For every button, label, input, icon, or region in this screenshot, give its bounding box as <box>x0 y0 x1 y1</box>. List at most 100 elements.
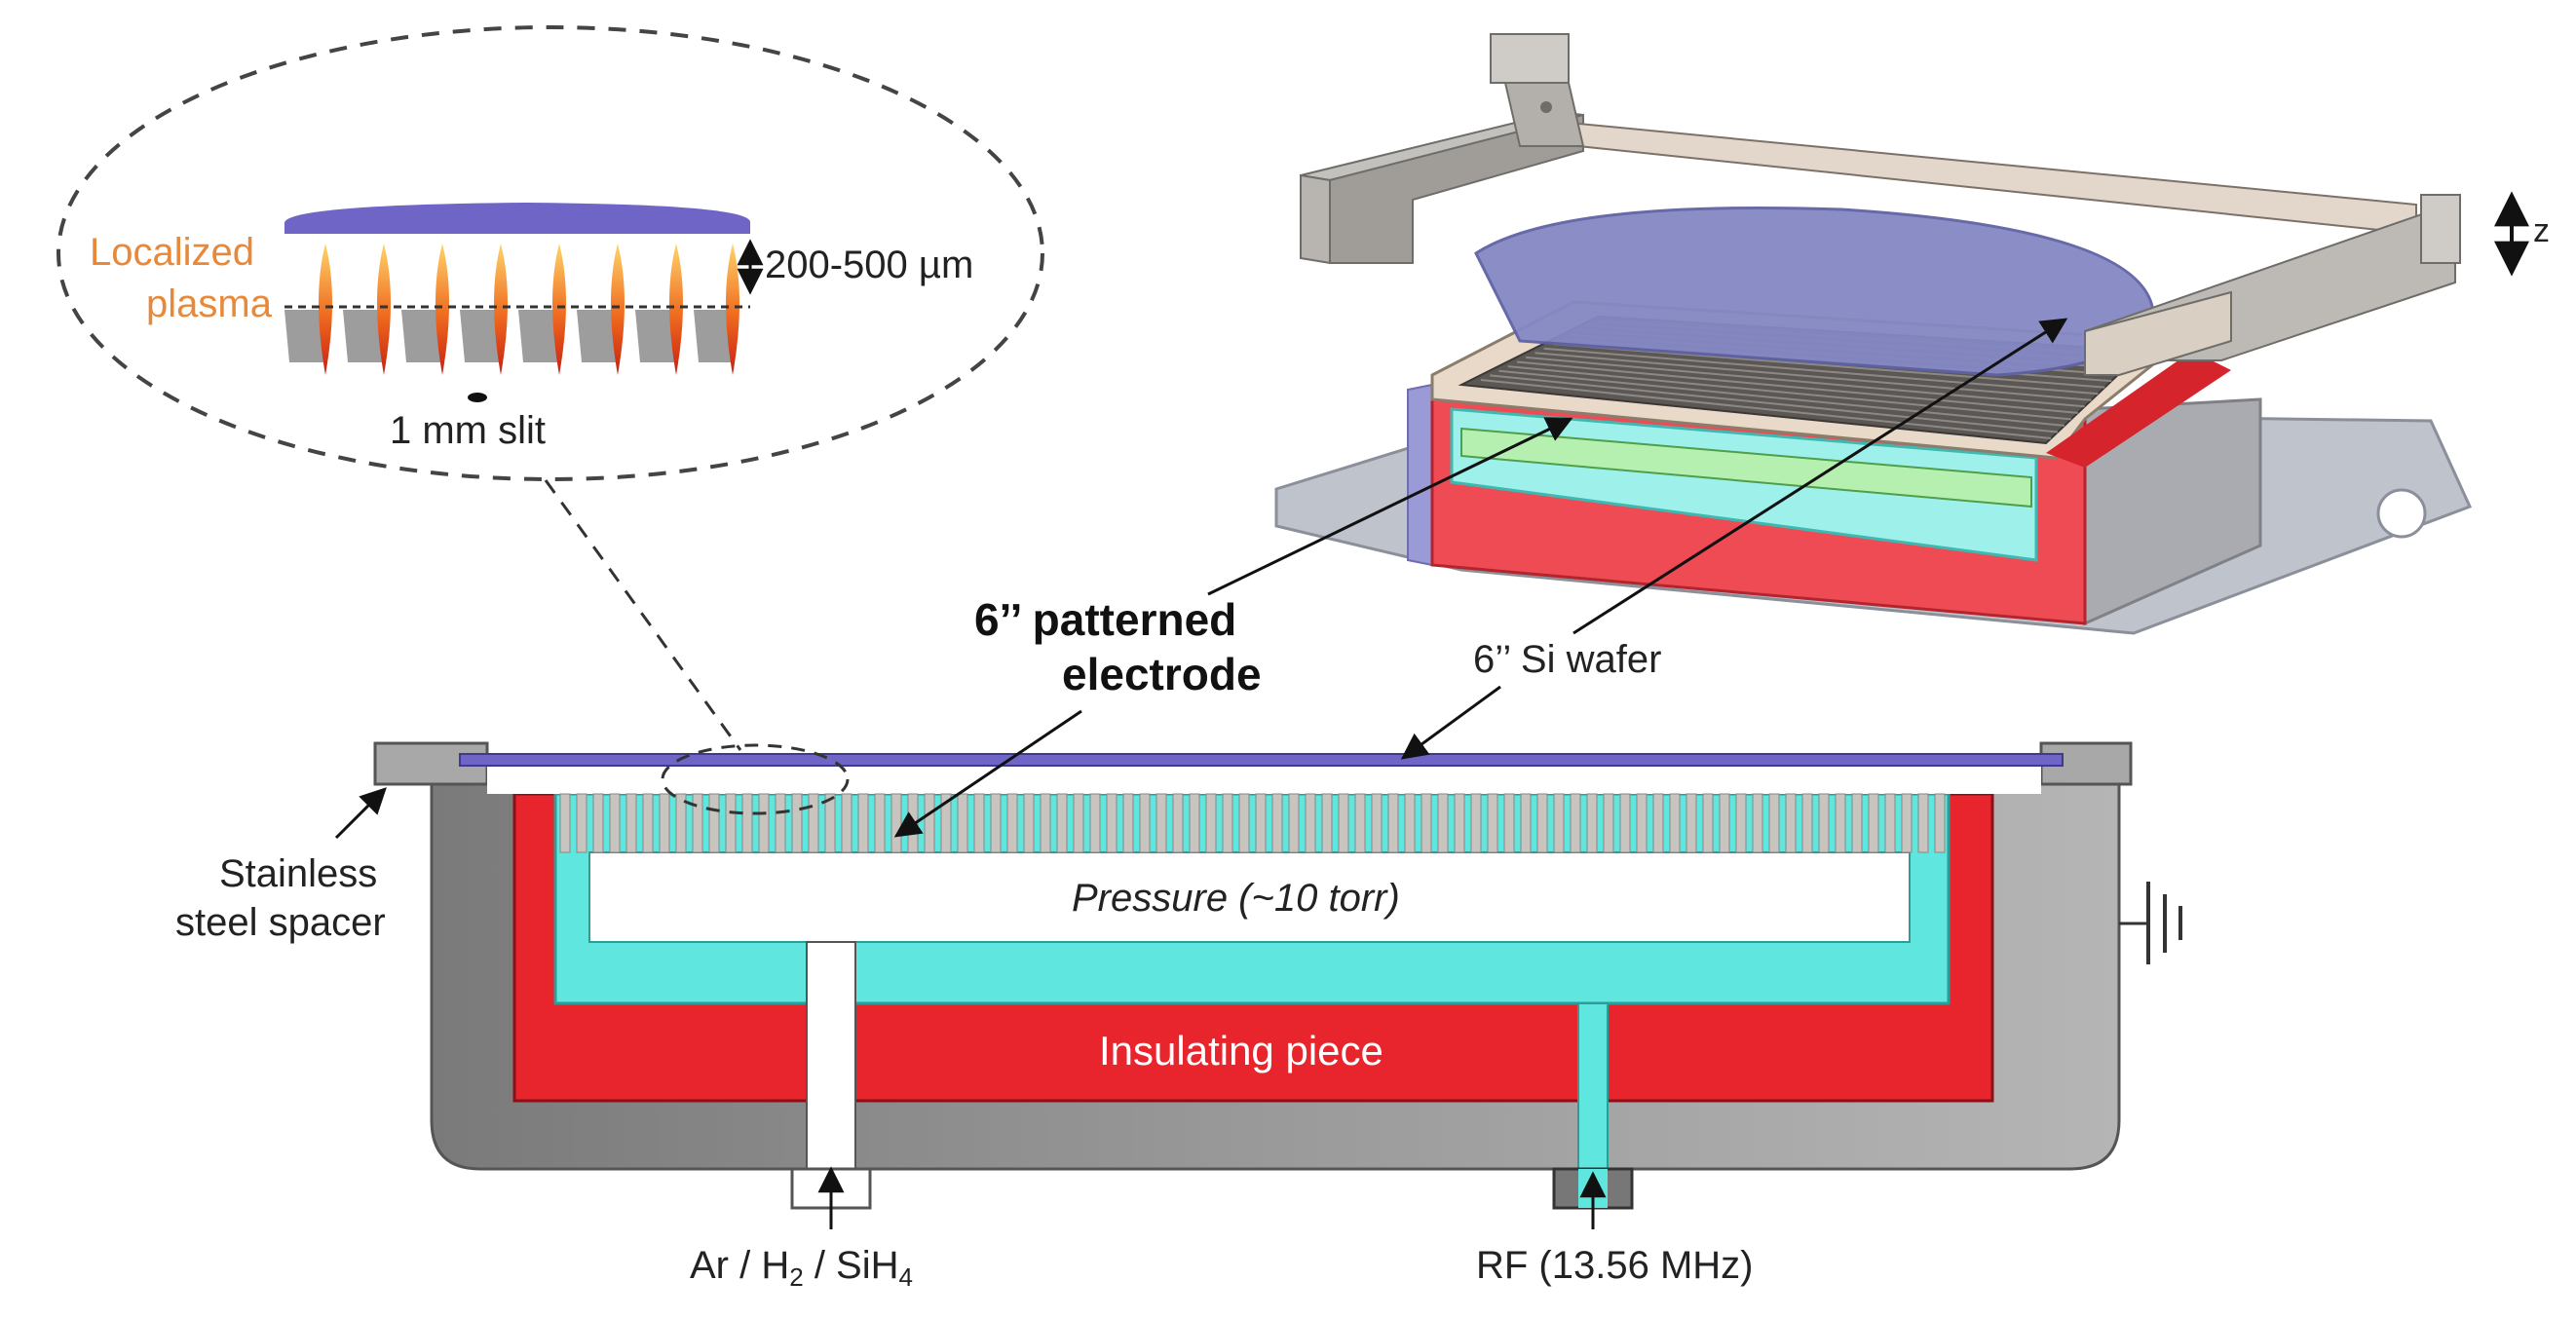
electrode-tooth <box>1172 793 1184 853</box>
inset-electrode-tooth <box>518 310 562 362</box>
electrode-tooth <box>1255 793 1267 853</box>
electrode-tooth <box>1735 793 1747 853</box>
electrode-tooth <box>1586 793 1598 853</box>
electrode-tooth <box>1073 793 1084 853</box>
pressure-label: Pressure (~10 torr) <box>1072 877 1400 920</box>
electrode-tooth <box>824 793 836 853</box>
electrode-tooth <box>725 793 737 853</box>
si-wafer-label: 6’’ Si wafer <box>1473 638 1661 681</box>
si-wafer-arrow <box>1400 685 1501 760</box>
patterned-electrode-label-2: electrode <box>1062 649 1262 699</box>
electrode-tooth <box>1487 793 1498 853</box>
electrode-tooth <box>1056 793 1068 853</box>
iso-slit <box>1526 356 2085 408</box>
holder-tab-left <box>1490 33 1570 84</box>
electrode-tooth <box>1238 793 1250 853</box>
inset-electrode-tooth <box>284 310 328 362</box>
electrode-tooth <box>1006 793 1018 853</box>
electrode-tooth <box>1636 793 1648 853</box>
electrode-tooth <box>1785 793 1797 853</box>
base-plate-hole <box>2376 488 2427 539</box>
electrode-tooth <box>1752 793 1763 853</box>
holder-rail-right-face <box>2084 290 2232 376</box>
electrode-tooth <box>1669 793 1681 853</box>
si-wafer-iso-arrow <box>1572 318 2068 635</box>
iso-slit <box>1498 369 2065 427</box>
iso-red-lip <box>2046 351 2231 468</box>
electrode-tooth <box>1089 793 1101 853</box>
electrode-tooth <box>1884 793 1896 853</box>
electrode-tooth <box>1387 793 1399 853</box>
electrode-tooth <box>1040 793 1051 853</box>
electrode-tooth <box>659 793 670 853</box>
isometric-view: z <box>1274 33 2550 635</box>
z-axis-label: z <box>2533 212 2550 249</box>
inset-plasma-flames <box>319 244 739 375</box>
electrode-tooth <box>708 793 720 853</box>
electrode-tooth <box>1702 793 1714 853</box>
iso-slit <box>1480 379 2052 439</box>
electrode-tooth <box>1818 793 1830 853</box>
electrode-tooth <box>1122 793 1134 853</box>
electrode-tooth <box>1553 793 1565 853</box>
gas-inlet-tube <box>806 941 856 1206</box>
spacer-label-1: Stainless <box>219 852 377 895</box>
plasma-flame <box>611 244 625 375</box>
electrode-tooth <box>775 793 786 853</box>
electrode-tooth <box>1536 793 1548 853</box>
electrode-tooth <box>973 793 985 853</box>
electrode-tooth <box>576 793 587 853</box>
iso-slit <box>1507 365 2071 421</box>
electrode-tooth <box>1917 793 1929 853</box>
zoom-leader-left <box>544 479 742 751</box>
electrode-tooth <box>1421 793 1432 853</box>
plasma-gap <box>487 765 2041 794</box>
iso-slit <box>1516 360 2078 414</box>
electrode-tooth <box>741 793 753 853</box>
holder-tab-right <box>2420 194 2461 264</box>
electrode-tooth <box>1470 793 1482 853</box>
zoom-inset: 200-500 µm Localized plasma 1 mm slit <box>57 25 1044 751</box>
electrode-tooth <box>1603 793 1614 853</box>
gas-inlet-label: Ar / H2 / SiH4 <box>690 1244 913 1292</box>
plasma-flame <box>377 244 391 375</box>
electrode-tooth <box>841 793 852 853</box>
electrode-tooth <box>857 793 869 853</box>
iso-slit <box>1490 374 2059 433</box>
inset-wafer <box>284 203 750 234</box>
electrode-tooth <box>808 793 819 853</box>
electrode-tooth <box>1686 793 1697 853</box>
electrode-tooth <box>675 793 687 853</box>
rf-source-label: RF (13.56 MHz) <box>1476 1244 1754 1287</box>
electrode-tooth <box>1851 793 1863 853</box>
electrode-tooth <box>1768 793 1780 853</box>
electrode-tooth <box>1520 793 1532 853</box>
iso-slit <box>1534 352 2092 401</box>
electrode-tooth <box>559 793 571 853</box>
electrode-tooth <box>1454 793 1465 853</box>
electrode-tooth <box>1719 793 1730 853</box>
plasma-flame <box>319 244 332 375</box>
electrode-tooth <box>1801 793 1813 853</box>
electrode-tooth <box>1222 793 1233 853</box>
gap-dimension-label: 200-500 µm <box>765 244 973 286</box>
electrode-tooth <box>874 793 886 853</box>
electrode-tooth <box>1437 793 1449 853</box>
inset-electrode-tooth <box>460 310 504 362</box>
inset-electrode-teeth <box>284 310 738 362</box>
electrode-tooth <box>890 793 902 853</box>
inset-electrode-tooth <box>635 310 679 362</box>
localized-plasma-label-2: plasma <box>146 282 273 325</box>
holder-rail-left <box>1300 173 1331 265</box>
electrode-tooth <box>924 793 935 853</box>
electrode-tooth <box>1868 793 1879 853</box>
localized-plasma-label-1: Localized <box>90 231 254 274</box>
electrode-tooth <box>1288 793 1300 853</box>
zoom-target-ellipse <box>661 743 850 815</box>
plasma-flame <box>726 244 739 375</box>
electrode-tooth <box>692 793 703 853</box>
si-wafer <box>459 753 2064 767</box>
electrode-tooth <box>957 793 968 853</box>
electrode-tooth <box>1338 793 1349 853</box>
